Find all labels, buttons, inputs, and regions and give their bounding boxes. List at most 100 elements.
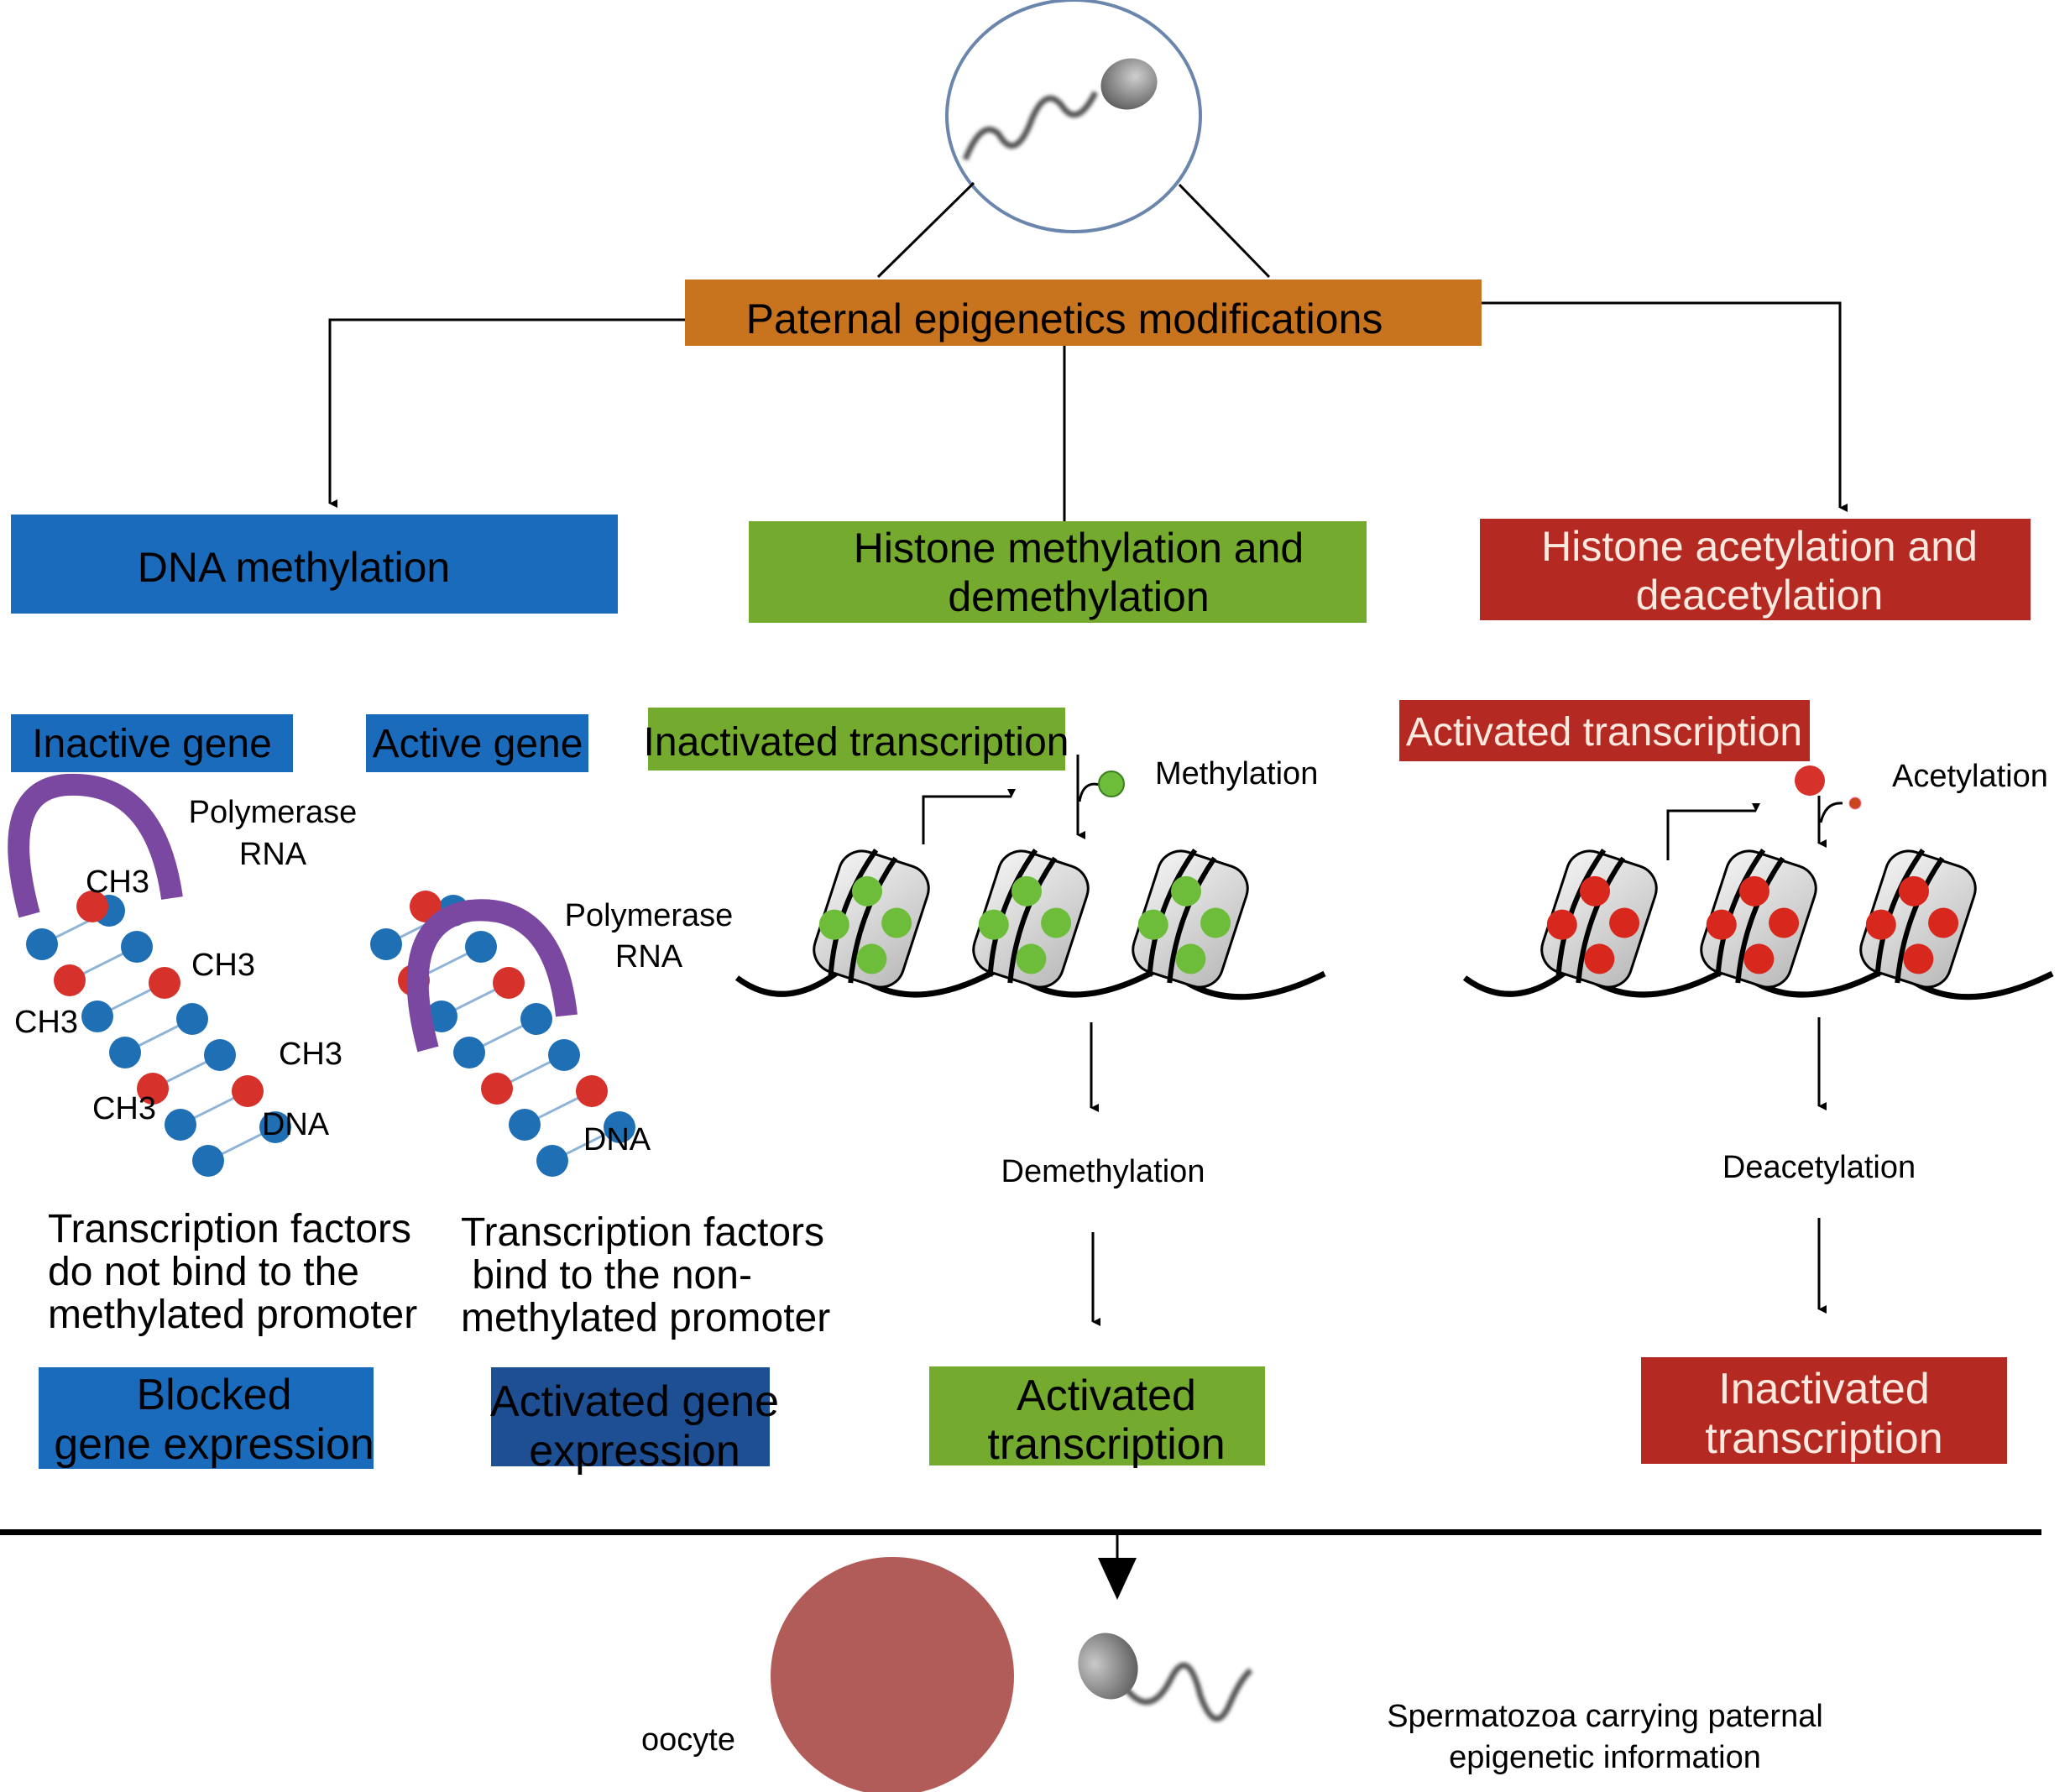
spermatozoa-icon [1078,1633,1253,1722]
category-histone-acetylation-line1: Histone acetylation and [1541,523,1978,570]
inactivated-transcription-label: Inactivated transcription [644,720,1069,765]
sperm-head-icon [1100,58,1158,110]
histone-mark [1011,875,1043,906]
histone-mark [1137,909,1168,940]
inactive-gene-panel: Inactive gene Polymerase RNA CH3 CH3 CH3… [8,714,417,1469]
nucleotide [453,1037,485,1068]
nucleosome-chain-icon [734,848,1326,1000]
description-line: Transcription factors [48,1207,411,1251]
outcome-line: expression [529,1427,740,1476]
nucleosome [1132,848,1249,989]
nucleosome [1859,848,1977,989]
nucleotide [370,928,402,960]
histone-mark [1903,943,1934,974]
active-gene-badge [366,714,588,772]
divider-line [0,1529,2041,1535]
connector-line-right [1178,183,1271,279]
category-histone-acetylation-line2: deacetylation [1636,572,1884,619]
outcome-line: Blocked [137,1371,292,1419]
outcome-line: Activated gene [490,1377,779,1426]
nucleotide [121,931,153,963]
description-line: methylated promoter [461,1296,830,1340]
transcription-start-arrow-icon [922,789,1016,844]
outcome-line: gene expression [54,1420,374,1469]
down-arrow-icon [1098,1558,1137,1600]
nucleotide [604,1111,635,1143]
histone-mark [1706,909,1737,940]
histone-methylation-panel: Inactivated transcription Methylation De… [644,708,1326,1469]
inactive-gene-label: Inactive gene [32,722,272,766]
nucleotide [481,1073,513,1105]
acetyl-group-icon [1795,765,1825,796]
sperm-tail-icon [962,91,1099,161]
nucleotide [548,1039,580,1071]
nucleotide [176,1003,208,1035]
histone-mark [856,943,887,974]
histone-mark [1175,943,1206,974]
inactivated-transcription-badge [648,708,1065,771]
nucleotide [165,1109,196,1141]
nucleotide [509,1109,541,1141]
outcome-line: Inactivated [1718,1365,1930,1413]
nucleotide [54,964,86,996]
category-dna-methylation: DNA methylation [11,515,618,614]
sperm-illustration-top [876,0,1271,279]
nucleotide [204,1039,236,1071]
histone-mark [1739,875,1770,906]
methyl-group-icon [1098,771,1125,797]
ch3-label: CH3 [14,1005,78,1040]
nucleotide [137,1073,169,1105]
active-gene-panel: Active gene Polymerase RNA DNA Transcrip… [366,714,830,1476]
histone-mark [1200,907,1231,938]
nucleosome [1700,848,1817,989]
activated-transcription-badge [1399,700,1810,761]
transcription-start-arrow-icon [1666,803,1760,860]
histone-acetylation-panel: Activated transcription Acetylation Deac… [1399,700,2054,1464]
nucleotide [426,1000,457,1032]
acetylation-label: Acetylation [1892,759,2048,794]
blocked-gene-expression-box [39,1367,374,1469]
rna-polymerase-icon [406,899,578,1053]
polymerase-label: Polymerase [565,898,734,933]
arrow-to-dna-methylation [328,318,685,508]
histone-mark [1928,907,1959,938]
category-dna-methylation-label: DNA methylation [138,544,450,591]
deacetylation-label: Deacetylation [1722,1150,1916,1185]
methylation-label: Methylation [1155,756,1318,792]
histone-mark [1769,907,1800,938]
inactive-gene-badge [11,714,293,772]
activated-transcription-box [929,1366,1265,1465]
dna-label: DNA [583,1122,651,1157]
histone-mark [978,909,1009,940]
outcome-line: transcription [1705,1414,1942,1463]
arrow-to-histone-acetylation [1482,301,1848,512]
description-line: do not bind to the [48,1250,359,1294]
histone-mark [852,875,883,906]
category-histone-methylation: Histone methylation and demethylation [749,521,1367,623]
nucleotide [26,928,58,960]
title-box: Paternal epigenetics modifications [685,280,1482,346]
histone-mark [1609,907,1640,938]
dna-ladder-icon [370,891,635,1177]
category-histone-acetylation: Histone acetylation and deacetylation [1480,519,2031,620]
title-text: Paternal epigenetics modifications [746,295,1383,342]
nucleotide [493,967,525,999]
nucleotide [192,1145,224,1177]
connector-line-left [876,181,975,279]
histone-mark [1580,875,1611,906]
description-line: Transcription factors [461,1210,824,1255]
nucleotide [76,891,108,922]
outcome-line: transcription [987,1420,1225,1469]
bottom-section: oocyte Spermatozoa carrying paternal epi… [0,1529,2041,1792]
nucleotide [536,1145,568,1177]
demethylation-label: Demethylation [1001,1154,1205,1189]
histone-mark [818,909,849,940]
oocyte-icon [771,1557,1014,1792]
small-acetyl-icon [1848,797,1862,810]
activated-transcription-label: Activated transcription [1406,710,1802,755]
histone-mark [1584,943,1615,974]
nucleotide [149,967,180,999]
ch3-label: CH3 [92,1091,156,1126]
nucleosome-chain-icon [1462,848,2054,1000]
